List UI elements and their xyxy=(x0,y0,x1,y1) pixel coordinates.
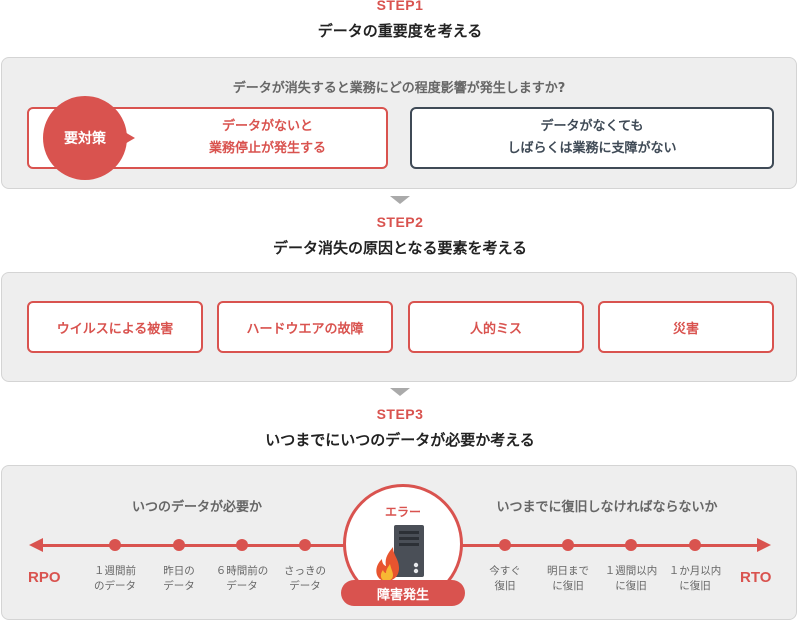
step1-question: データが消失すると業務にどの程度影響が発生しますか? xyxy=(232,81,566,96)
timeline-dot xyxy=(109,539,121,551)
down-arrow-2 xyxy=(390,388,410,396)
step2-title: データ消失の原因となる要素を考える xyxy=(272,239,528,257)
timeline-dot xyxy=(173,539,185,551)
rto-tick-label: １週間以内 に復旧 xyxy=(604,565,658,592)
step2-label: STEP2 xyxy=(376,214,424,230)
step1-title: データの重要度を考える xyxy=(317,22,483,40)
timeline-arrow-right xyxy=(757,538,771,552)
step3-title: いつまでにいつのデータが必要か考える xyxy=(265,431,535,449)
timeline-dot xyxy=(689,539,701,551)
rpo-tick-label: １週間前 のデータ xyxy=(94,565,136,592)
step1-label: STEP1 xyxy=(376,0,424,13)
failure-pill: 障害発生 xyxy=(341,580,465,606)
cause-disaster: 災害 xyxy=(598,301,774,353)
rpo-label: RPO xyxy=(28,569,61,586)
option-noncritical-line1: データがなくても xyxy=(540,119,644,134)
step3-label: STEP3 xyxy=(376,406,424,422)
step2-panel: ウイルスによる被害 ハードウエアの故障 人的ミス 災害 xyxy=(1,272,797,382)
error-label: エラー xyxy=(384,505,421,519)
rto-tick-label: 今すぐ 復旧 xyxy=(489,565,521,592)
action-required-badge: 要対策 xyxy=(43,96,127,180)
rpo-tick-label: 昨日の データ xyxy=(163,565,195,592)
cause-hardware: ハードウエアの故障 xyxy=(217,301,393,353)
cause-virus: ウイルスによる被害 xyxy=(27,301,203,353)
option-noncritical: データがなくても しばらくは業務に支障がない xyxy=(410,107,774,169)
cause-human-error: 人的ミス xyxy=(408,301,584,353)
rto-tick-label: 明日まで に復旧 xyxy=(547,565,589,592)
option-critical-line2: 業務停止が発生する xyxy=(208,141,326,156)
timeline-arrow-left xyxy=(29,538,43,552)
timeline-dot xyxy=(625,539,637,551)
server-fire-icon xyxy=(376,525,424,581)
timeline-dot xyxy=(562,539,574,551)
rpo-tick-label: さっきの データ xyxy=(284,565,326,592)
step1-panel: データが消失すると業務にどの程度影響が発生しますか? データがないと 業務停止が… xyxy=(1,57,797,189)
timeline-dot xyxy=(236,539,248,551)
timeline-dot xyxy=(499,539,511,551)
rto-caption: いつまでに復旧しなければならないか xyxy=(496,500,718,515)
rto-tick-label: １か月以内 に復旧 xyxy=(668,565,722,592)
rto-label: RTO xyxy=(740,569,772,586)
step3-panel: いつのデータが必要か いつまでに復旧しなければならないか １週間前 のデータ 昨… xyxy=(1,465,797,620)
rpo-tick-label: ６時間前の データ xyxy=(215,565,269,592)
timeline-dot xyxy=(299,539,311,551)
option-noncritical-line2: しばらくは業務に支障がない xyxy=(507,141,677,156)
rpo-caption: いつのデータが必要か xyxy=(131,500,262,515)
down-arrow-1 xyxy=(390,196,410,204)
option-critical-line1: データがないと xyxy=(221,119,313,134)
